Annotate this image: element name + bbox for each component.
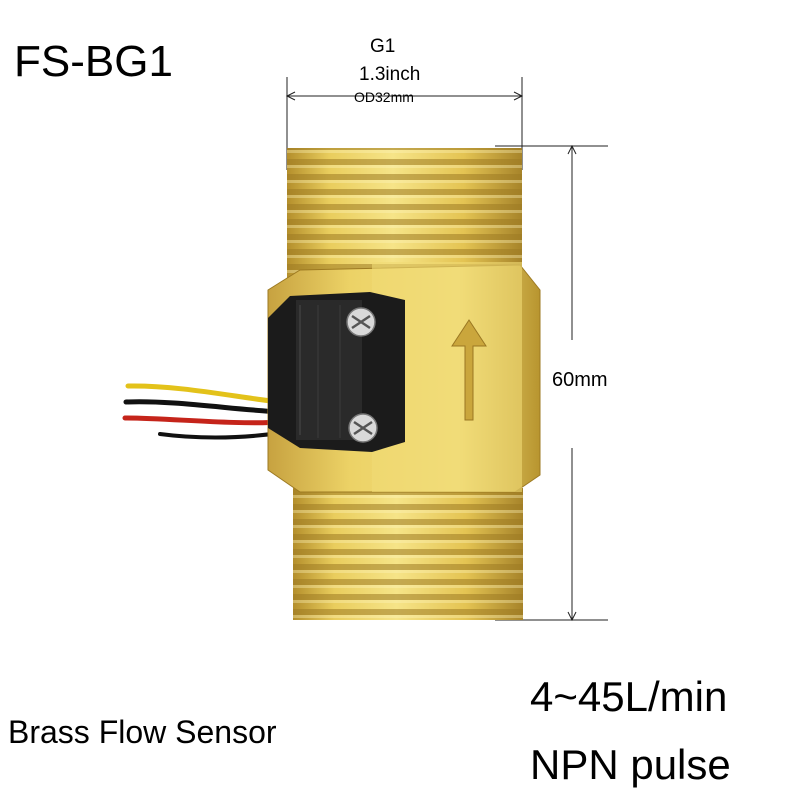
model-label: FS-BG1 (14, 37, 173, 86)
screw-top (346, 307, 376, 337)
thread-size-label: G1 (370, 36, 396, 57)
length-label: 60mm (552, 369, 608, 391)
outer-diameter-label: OD32mm (354, 89, 414, 105)
output-type-label: NPN pulse (530, 741, 731, 788)
screw-bottom (348, 413, 378, 443)
product-caption: Brass Flow Sensor (8, 714, 277, 750)
diameter-inch-label: 1.3inch (359, 64, 421, 85)
flow-range-label: 4~45L/min (530, 673, 728, 720)
sensor-housing (268, 292, 405, 452)
flow-arrow (451, 319, 487, 421)
wires (122, 383, 288, 440)
